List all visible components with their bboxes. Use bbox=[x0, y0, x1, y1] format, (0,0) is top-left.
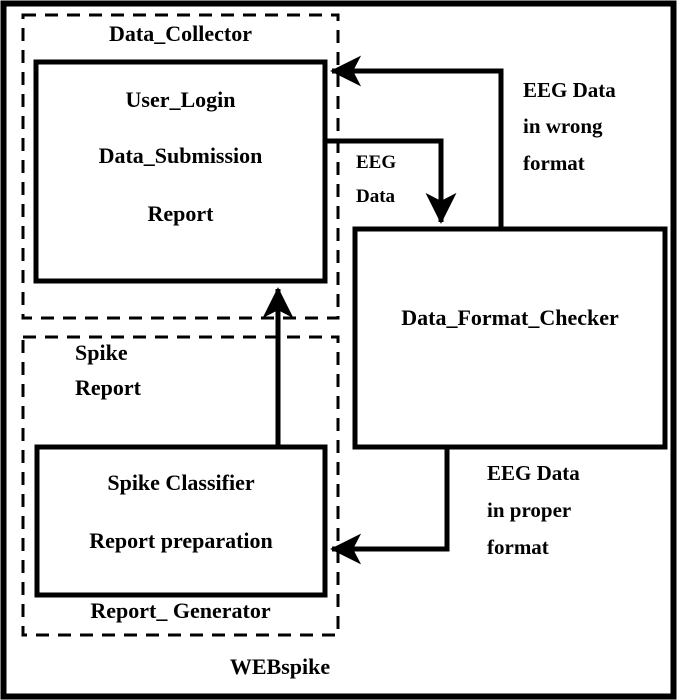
box-label-data-submission: Data_Submission bbox=[98, 143, 263, 168]
box-data-format-checker-border bbox=[352, 226, 668, 450]
box-label-data-format-checker: Data_Format_Checker bbox=[401, 305, 619, 330]
system-label-webspike: WEBspike bbox=[229, 654, 331, 679]
box-label-report: Report bbox=[147, 201, 214, 226]
connector-eeg-data bbox=[325, 138, 457, 224]
edge-label-wrong-format-line2: in wrong bbox=[523, 114, 603, 138]
connector-proper-format bbox=[330, 447, 450, 565]
group-data-collector-border bbox=[21, 13, 340, 320]
edge-label-proper-format-line2: in proper bbox=[487, 498, 572, 522]
box-label-report-preparation: Report preparation bbox=[89, 528, 273, 553]
connector-wrong-format bbox=[330, 55, 504, 229]
group-label-data-collector: Data_Collector bbox=[109, 21, 252, 46]
edge-label-wrong-format-line3: format bbox=[523, 151, 585, 175]
box-user-login-border bbox=[33, 59, 328, 284]
group-note-spike-report: Report bbox=[75, 375, 141, 400]
box-spike-classifier-border bbox=[34, 444, 328, 598]
edge-label-wrong-format-line1: EEG Data bbox=[523, 78, 616, 102]
box-label-user-login: User_Login bbox=[125, 87, 236, 112]
edge-label-proper-format-line1: EEG Data bbox=[487, 461, 580, 485]
group-report-generator-border bbox=[21, 335, 340, 637]
group-note-spike: Spike bbox=[75, 340, 128, 365]
edge-label-eeg-data-line2: Data bbox=[356, 186, 396, 207]
edge-label-eeg-data-line1: EEG bbox=[356, 152, 397, 173]
edge-label-proper-format-line3: format bbox=[487, 535, 549, 559]
group-label-report-generator: Report_ Generator bbox=[90, 598, 271, 623]
box-label-spike-classifier: Spike Classifier bbox=[107, 470, 255, 495]
